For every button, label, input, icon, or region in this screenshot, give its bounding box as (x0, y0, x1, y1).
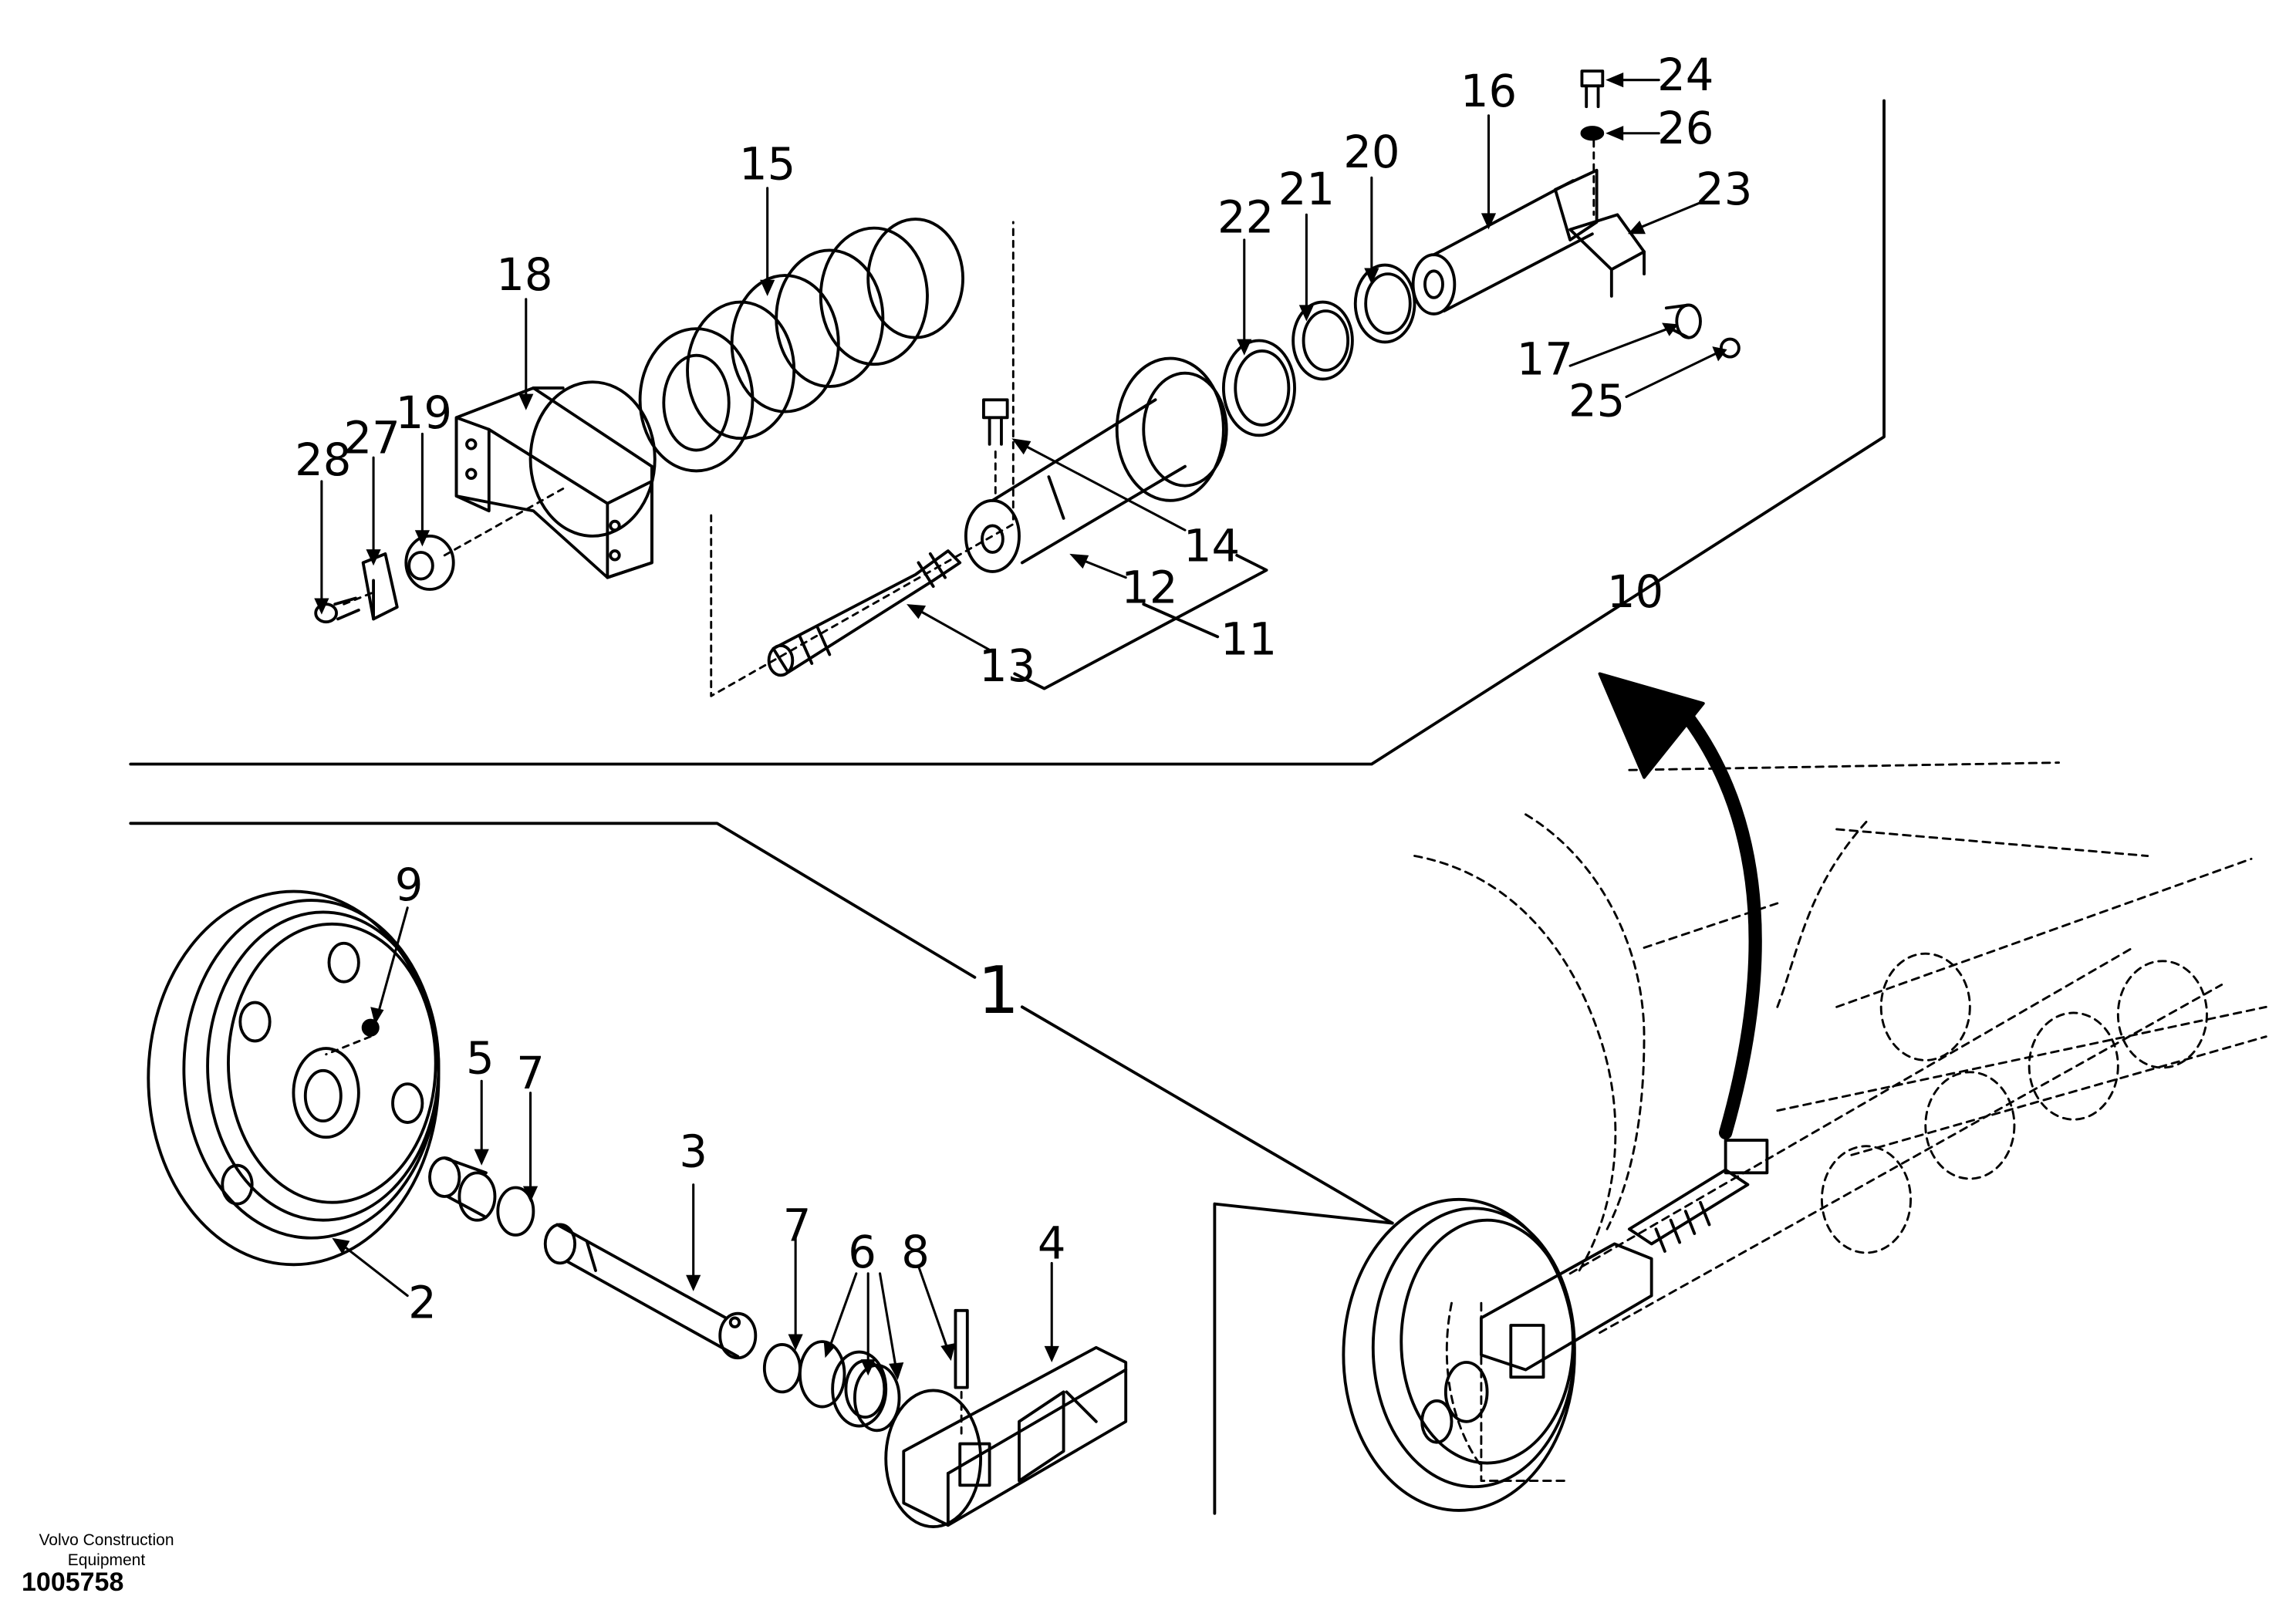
label-part-12: 12 (1121, 562, 1177, 613)
label-part-15: 15 (739, 138, 795, 190)
leader-lines (320, 79, 1720, 1372)
washer-part-26 (1580, 126, 1605, 141)
label-group-10: 10 (1607, 566, 1663, 618)
nut-part-19 (404, 534, 455, 591)
drawing-number: 1005758 (22, 1568, 124, 1597)
bearing-block-part-4 (884, 1345, 1128, 1528)
cap-part-25 (1719, 337, 1741, 359)
ring-part-22 (1221, 339, 1296, 437)
label-part-16: 16 (1460, 66, 1517, 117)
curved-arrow (1682, 711, 1762, 1140)
label-part-7-left: 7 (516, 1048, 545, 1099)
ring-part-7-left (496, 1186, 535, 1237)
group-11-bracket (1013, 553, 1268, 690)
label-part-14: 14 (1183, 521, 1240, 572)
label-part-24: 24 (1657, 49, 1714, 101)
seal-part-6 (798, 1340, 901, 1433)
label-part-13: 13 (979, 640, 1035, 692)
label-part-5: 5 (466, 1033, 495, 1085)
label-part-4: 4 (1038, 1218, 1066, 1270)
pin-part-8 (954, 1308, 969, 1435)
group-10-boundary (129, 99, 1886, 766)
bolt-part-14 (982, 398, 1009, 502)
label-part-7-right: 7 (783, 1200, 812, 1252)
label-part-25: 25 (1568, 375, 1625, 427)
label-part-9: 9 (395, 859, 424, 911)
undercarriage-dashed-frame (1413, 761, 2267, 1483)
label-group-1: 1 (977, 953, 1019, 1028)
shaft-part-3 (543, 1223, 758, 1360)
group-1-boundary (129, 822, 977, 979)
rod-part-13 (767, 549, 962, 677)
brand-company-line1: Volvo Construction (39, 1531, 174, 1549)
ring-part-7-right (762, 1343, 802, 1394)
label-part-27: 27 (344, 412, 400, 464)
bushing-part-5 (428, 1156, 497, 1222)
bracket-part-23 (1568, 139, 1646, 298)
label-part-11: 11 (1221, 613, 1277, 665)
arrowheads (314, 73, 1727, 1381)
label-part-23: 23 (1696, 164, 1752, 215)
cylinder-part-12 (964, 356, 1228, 573)
group-1-boundary-lower (1020, 1005, 1394, 1225)
spring-part-15 (638, 218, 964, 473)
brand-company-line2: Equipment (67, 1551, 146, 1569)
ring-part-20 (1353, 263, 1416, 344)
curved-arrow-head (1598, 672, 1705, 779)
brand-company-name: Volvo Construction Equipment (22, 1531, 191, 1571)
part-labels: 1 2 3 4 5 6 7 7 8 9 10 11 12 13 14 15 16… (295, 49, 1752, 1328)
spring-dashed-zone (710, 221, 1015, 697)
label-part-3: 3 (679, 1126, 707, 1178)
label-part-19: 19 (396, 387, 452, 439)
label-part-17: 17 (1517, 334, 1573, 386)
pipe-part-16 (1411, 168, 1599, 316)
idler-wheel-part-2 (147, 889, 441, 1267)
bracket-part-18 (454, 380, 657, 579)
label-part-8: 8 (901, 1227, 930, 1278)
group-1-boundary-frame (1213, 1202, 1394, 1515)
screw-part-24 (1580, 69, 1605, 109)
label-part-28: 28 (295, 434, 351, 486)
label-part-18: 18 (496, 249, 552, 301)
label-part-22: 22 (1217, 191, 1274, 243)
ring-part-21 (1292, 300, 1354, 381)
label-part-2: 2 (408, 1277, 437, 1328)
assembled-undercarriage (1342, 1139, 1769, 1512)
label-part-6: 6 (848, 1227, 876, 1278)
label-part-26: 26 (1657, 103, 1714, 154)
plate-part-27 (361, 552, 399, 621)
label-part-20: 20 (1343, 127, 1400, 178)
label-part-21: 21 (1278, 164, 1335, 215)
